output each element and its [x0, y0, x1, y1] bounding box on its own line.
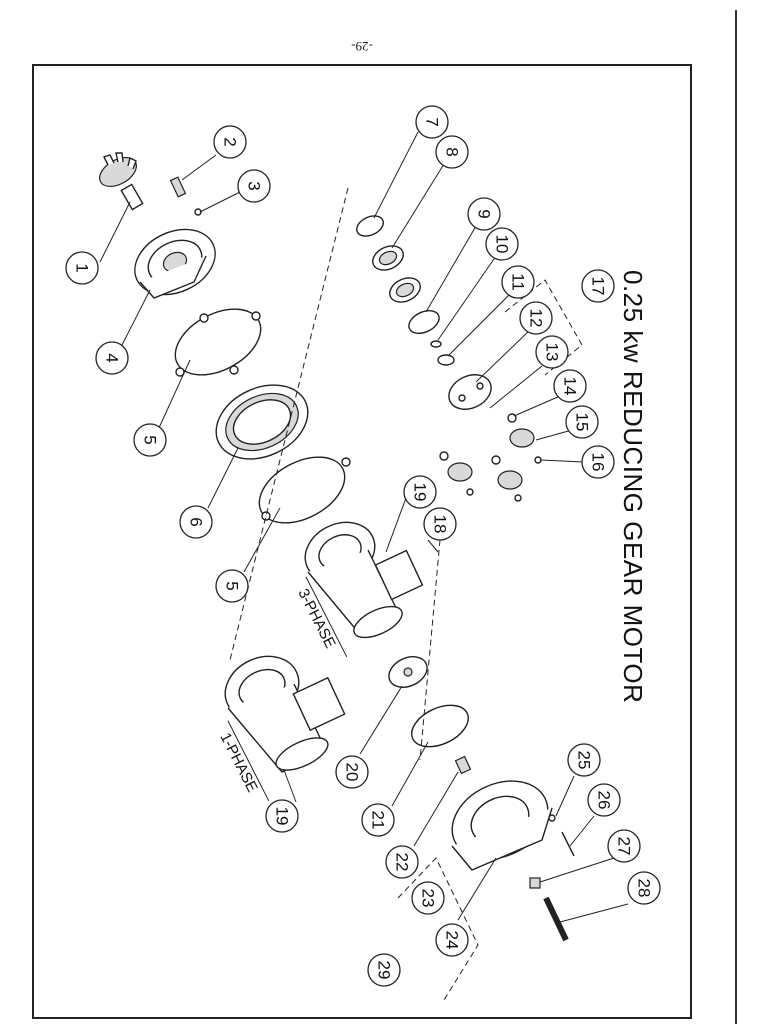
callout-5: 5 [215, 569, 249, 603]
callout-number: 19 [273, 807, 292, 826]
callout-6: 6 [179, 505, 213, 539]
part-retaining-ring [408, 309, 440, 335]
callout-number: 5 [223, 581, 242, 590]
callout-number: 1 [73, 263, 92, 272]
part-bearing-upper [372, 245, 404, 271]
part-gear-housing-cover [134, 228, 216, 299]
part-screw-small [548, 814, 575, 857]
callout-number: 19 [411, 483, 430, 502]
callout-number: 2 [221, 137, 240, 146]
callout-20: 20 [335, 755, 369, 789]
callout-number: 3 [245, 181, 264, 190]
callout-number: 21 [369, 811, 388, 830]
right-margin-rule [735, 10, 737, 1024]
callout-10: 10 [485, 227, 519, 261]
callout-number: 10 [493, 235, 512, 254]
callout-14: 14 [553, 369, 587, 403]
callout-number: 11 [509, 273, 528, 291]
callout-8: 8 [435, 135, 469, 169]
callout-2: 2 [213, 125, 247, 159]
callout-number: 15 [573, 413, 592, 432]
callout-number: 22 [393, 853, 412, 872]
callout-number: 26 [595, 791, 614, 810]
part-pinion-gear [99, 152, 144, 211]
callout-9: 9 [467, 197, 501, 231]
callout-number: 14 [561, 377, 580, 396]
drawing-frame [32, 64, 692, 1019]
callout-1: 1 [65, 251, 99, 285]
part-key [430, 340, 442, 348]
callout-number: 5 [141, 435, 160, 444]
callout-22: 22 [385, 845, 419, 879]
callout-number: 7 [423, 117, 442, 126]
callout-27: 27 [607, 829, 641, 863]
callout-number: 17 [589, 277, 608, 296]
part-carrier-plate [448, 374, 492, 410]
callout-23: 23 [411, 881, 445, 915]
callout-18: 18 [423, 507, 457, 541]
callout-7: 7 [415, 105, 449, 139]
callout-12: 12 [519, 301, 553, 335]
callout-balloons: 1234565789101112131415161718191920212223… [65, 105, 661, 987]
part-base-housing [451, 780, 553, 871]
callout-number: 25 [575, 751, 594, 770]
callout-number: 18 [431, 515, 450, 534]
callout-number: 4 [103, 353, 122, 362]
callout-number: 20 [343, 763, 362, 782]
leader-lines [99, 131, 629, 923]
callout-3: 3 [237, 169, 271, 203]
callout-26: 26 [587, 783, 621, 817]
callout-number: 8 [443, 147, 462, 156]
part-gasket-upper [174, 308, 262, 377]
callout-5: 5 [133, 423, 167, 457]
callout-number: 24 [443, 931, 462, 950]
part-nut [454, 755, 472, 775]
callout-19: 19 [403, 475, 437, 509]
part-fan [388, 656, 428, 688]
callout-number: 12 [527, 309, 546, 328]
callout-15: 15 [565, 405, 599, 439]
callout-number: 27 [615, 837, 634, 856]
callout-11: 11 [501, 265, 535, 299]
callout-number: 13 [543, 343, 562, 362]
part-fan-cover-plate [411, 704, 469, 748]
callout-number: 6 [187, 517, 206, 526]
callout-number: 29 [375, 961, 394, 980]
part-planet-gears [439, 413, 542, 502]
part-bolt [529, 877, 569, 942]
part-motor-1-phase [224, 655, 346, 773]
part-bearing-lower [389, 277, 421, 303]
part-gasket-lower [258, 456, 351, 524]
part-circlip [356, 215, 384, 237]
callout-number: 23 [419, 889, 438, 908]
part-grease-nipple [169, 176, 187, 198]
callout-29: 29 [367, 953, 401, 987]
callout-number: 9 [475, 209, 494, 218]
callout-17: 17 [581, 269, 615, 303]
callout-number: 16 [589, 453, 608, 472]
callout-24: 24 [435, 923, 469, 957]
callout-21: 21 [361, 803, 395, 837]
callout-4: 4 [95, 341, 129, 375]
callout-16: 16 [581, 445, 615, 479]
callout-number: 28 [635, 879, 654, 898]
callout-28: 28 [627, 871, 661, 905]
part-motor-3-phase [304, 521, 424, 639]
part-spacer [437, 354, 455, 366]
callout-13: 13 [535, 335, 569, 369]
callout-19: 19 [265, 799, 299, 833]
part-ring-gear [215, 384, 309, 460]
callout-25: 25 [567, 743, 601, 777]
